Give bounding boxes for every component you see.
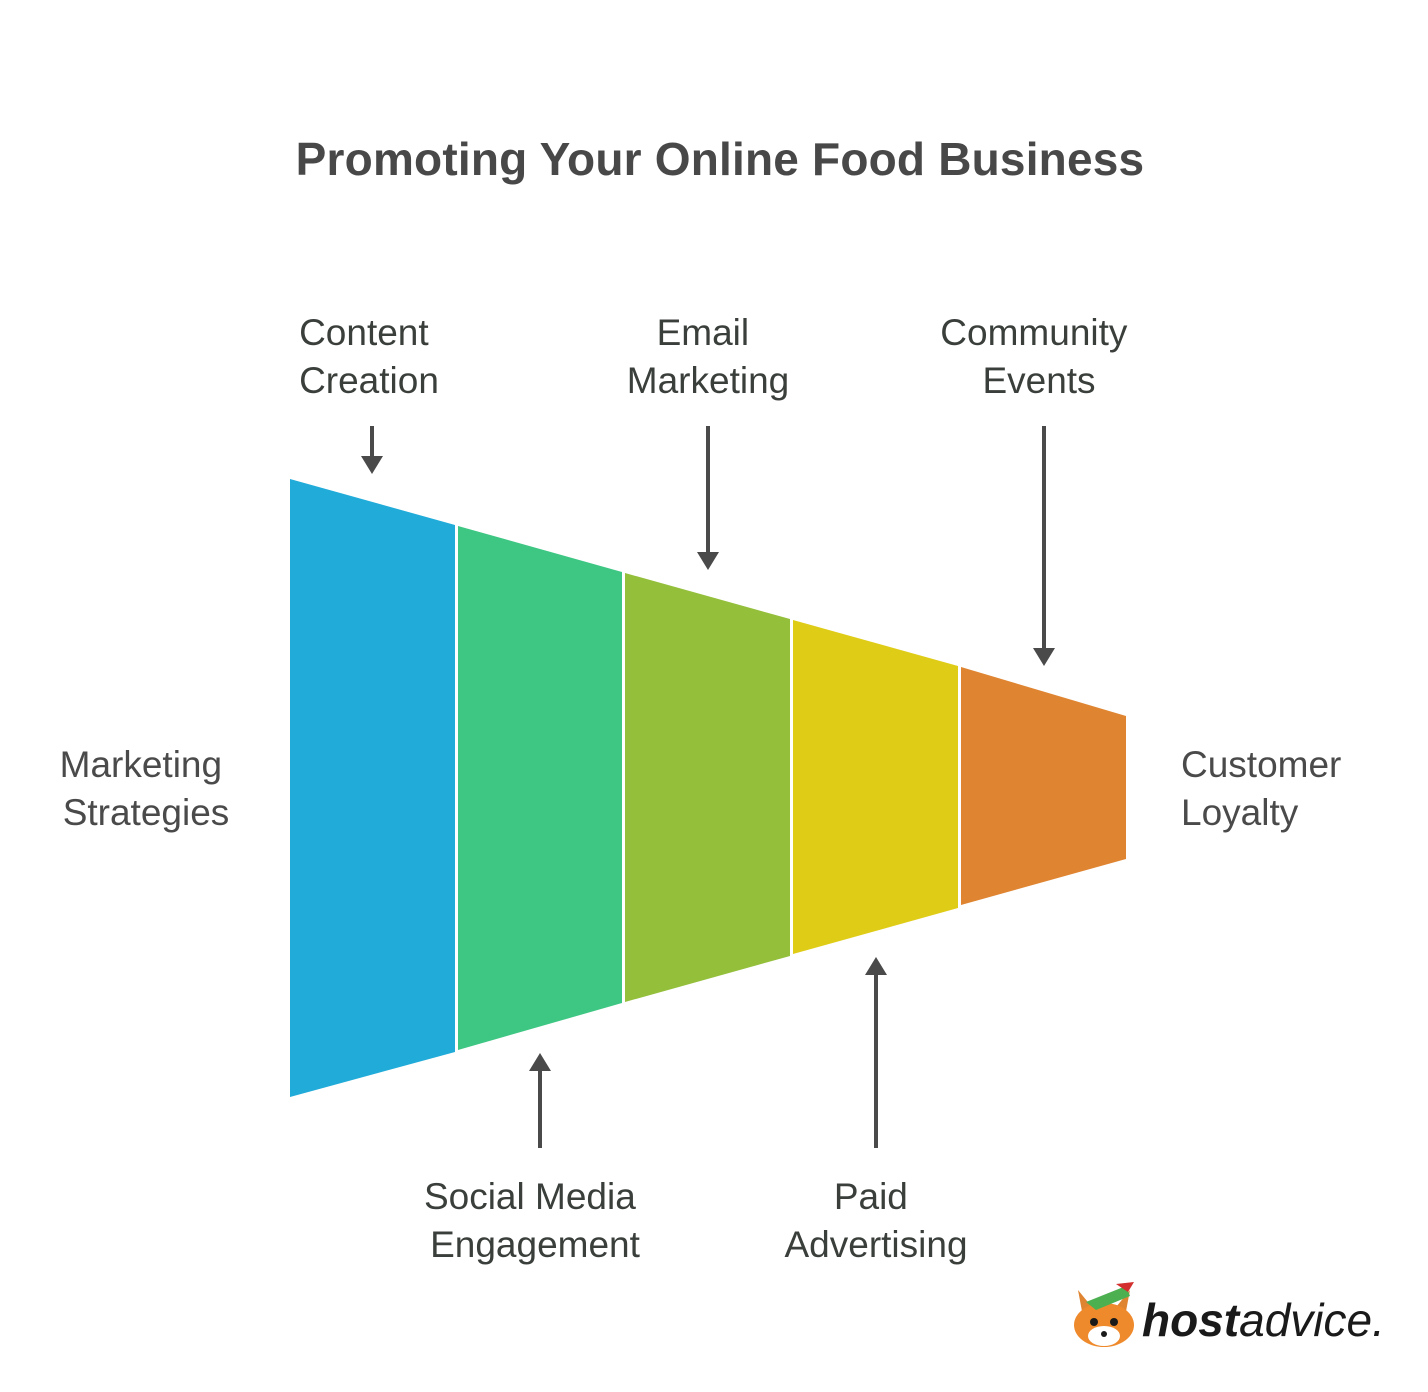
arrow-paid-advertising xyxy=(865,957,887,1148)
arrow-community-events xyxy=(1033,426,1055,666)
funnel-segment-social-media-engagement xyxy=(458,526,622,1050)
stage-label-community-events: Community Events xyxy=(940,312,1137,401)
stage-label-email-marketing: Email Marketing xyxy=(627,312,789,401)
arrow-social-media-engagement xyxy=(529,1053,551,1148)
stage-label-paid-advertising: Paid Advertising xyxy=(784,1176,967,1265)
funnel-segment-content-creation xyxy=(290,479,455,1097)
start-label: Marketing Strategies xyxy=(60,744,233,833)
funnel-segment-community-events xyxy=(961,667,1126,905)
arrow-email-marketing xyxy=(697,426,719,570)
stage-label-social-media-engagement: Social Media Engagement xyxy=(424,1176,646,1265)
brand-wordmark: hostadvice. xyxy=(1142,1294,1385,1346)
funnel-segment-paid-advertising xyxy=(793,620,958,954)
stage-label-content-creation: Content Creation xyxy=(299,312,439,401)
hostadvice-logo: hostadvice. xyxy=(1074,1282,1385,1347)
arrow-content-creation xyxy=(361,426,383,474)
funnel-segment-email-marketing xyxy=(625,573,790,1002)
fox-mascot-icon xyxy=(1074,1282,1134,1347)
page-title: Promoting Your Online Food Business xyxy=(295,133,1145,185)
end-label: Customer Loyalty xyxy=(1181,744,1352,833)
